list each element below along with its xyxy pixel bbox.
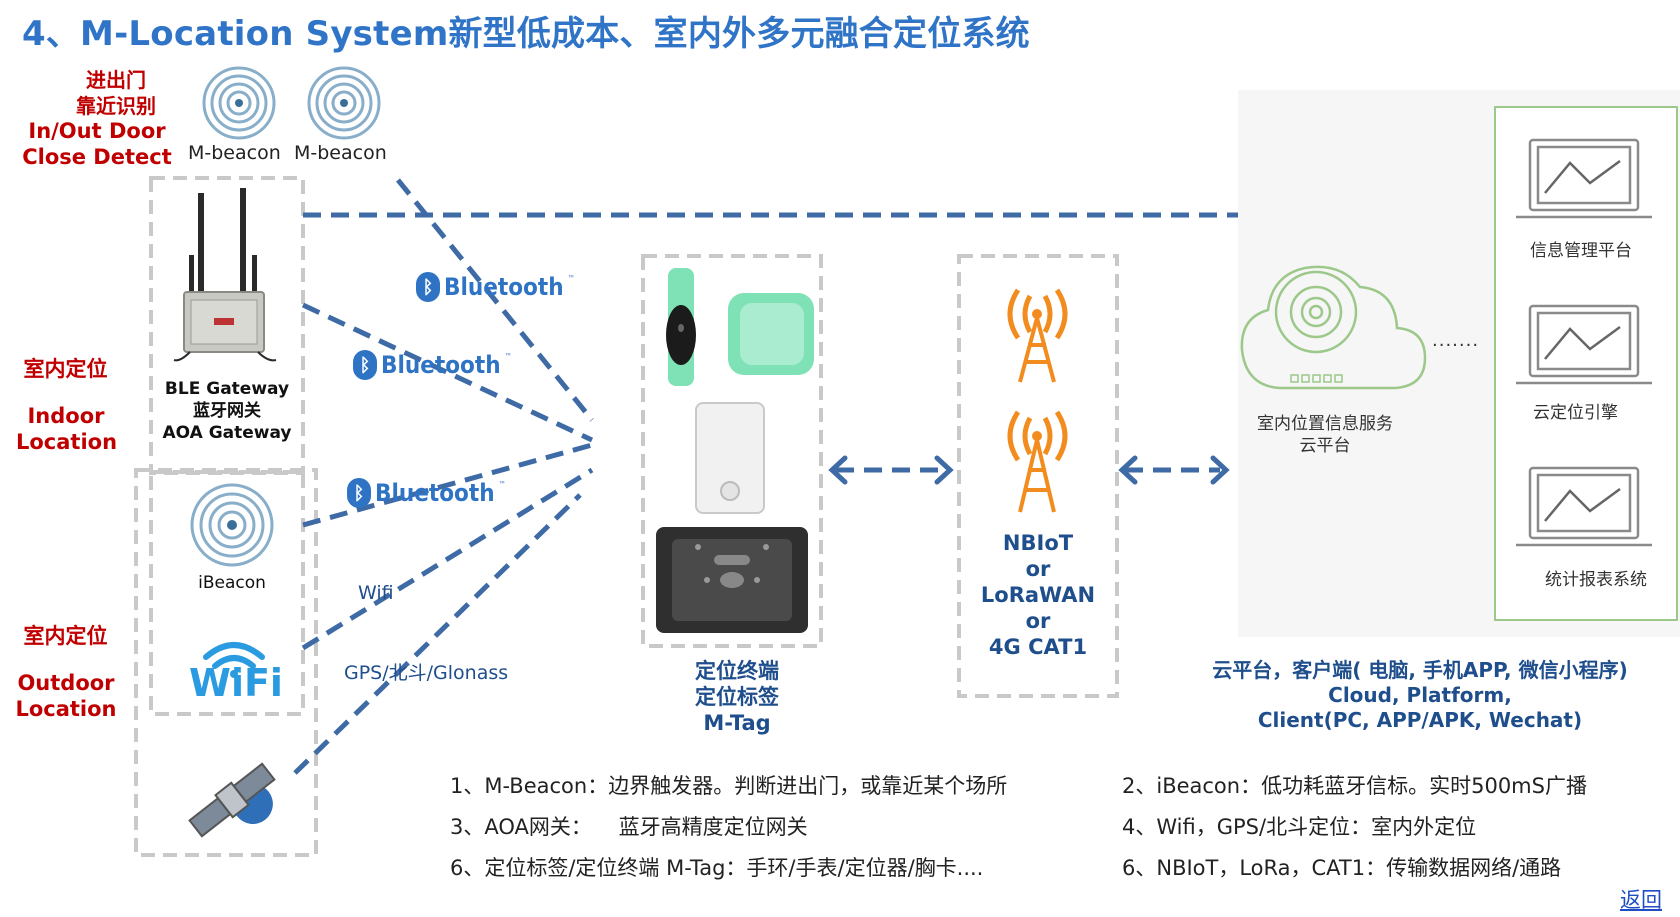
cloud-ellipsis: ....... (1432, 330, 1480, 351)
back-link[interactable]: 返回 (1620, 888, 1662, 912)
mbeacon-icon-2 (307, 66, 381, 140)
mbeacon-label-1: M-beacon (188, 142, 281, 164)
gateway-label: BLE Gateway 蓝牙网关 AOA Gateway (162, 379, 292, 443)
gateway-tag-link (301, 302, 594, 443)
system-label-cloud-engine: 云定位引擎 (1533, 403, 1618, 423)
cloud-gear-icon (1240, 265, 1427, 390)
cell-tower-icon-1 (1007, 288, 1068, 383)
box-tag-icon (656, 527, 808, 633)
outdoor-label-cn: 室内定位 (23, 624, 108, 648)
network-label: NBIoT or LoRaWAN or 4G CAT1 (980, 531, 1096, 659)
note-3: 3、AOA网关： 蓝牙高精度定位网关 (450, 815, 808, 839)
door-label-en: In/Out Door Close Detect (22, 119, 172, 169)
cloud-caption: 云平台，客户端( 电脑, 手机APP, 微信小程序) Cloud, Platfo… (1212, 658, 1628, 732)
ibeacon-tag-link (302, 442, 593, 528)
network-frame (957, 254, 1119, 698)
tag-label: 定位终端 定位标签 M-Tag (695, 659, 779, 735)
door-label-cn: 进出门 靠近识别 (76, 68, 156, 118)
note-5: 6、定位标签/定位终端 M-Tag：手环/手表/定位器/胸卡.... (450, 856, 984, 880)
wifi-icon (203, 642, 265, 678)
ibeacon-wifi-frame (149, 470, 305, 716)
page-title: 4、M-Location System新型低成本、室内外多元融合定位系统 (22, 14, 1030, 54)
note-1: 1、M-Beacon：边界触发器。判断进出门，或靠近某个场所 (450, 774, 1008, 798)
gateway-device-icon (173, 188, 277, 362)
ibeacon-label: iBeacon (198, 573, 266, 593)
wifi-logo: WiFi (189, 661, 283, 705)
satellite-icon (188, 762, 276, 838)
indoor-label-cn: 室内定位 (23, 357, 108, 381)
gps-tag-link (293, 493, 582, 775)
mbeacon-icon-1 (202, 66, 276, 140)
card-tag-icon (695, 402, 765, 514)
monitor-icon-3 (1516, 466, 1652, 547)
note-2: 2、iBeacon：低功耗蓝牙信标。实时500mS广播 (1122, 774, 1587, 798)
gps-link-label: GPS/北斗/Glonass (344, 662, 509, 684)
gateway-frame (149, 176, 305, 475)
outdoor-label-en: Outdoor Location (15, 671, 117, 721)
link-lines (293, 178, 1238, 775)
note-6: 6、NBIoT，LoRa，CAT1：传输数据网络/通路 (1122, 856, 1562, 880)
monitor-icon-1 (1516, 138, 1652, 219)
tag-frame (641, 254, 823, 648)
note-4: 4、Wifi，GPS/北斗定位：室内外定位 (1122, 815, 1477, 839)
mbeacon-tag-link (396, 178, 594, 422)
cloud-service-label: 室内位置信息服务 云平台 (1257, 414, 1393, 456)
wifi-link-label: Wifi (358, 582, 394, 604)
system-label-statistics: 统计报表系统 (1545, 570, 1647, 590)
ibeacon-icon (190, 483, 274, 567)
bluetooth-icon: ᛒ (416, 272, 440, 302)
system-label-info-management: 信息管理平台 (1530, 241, 1632, 261)
arrow-heads (828, 455, 1230, 485)
wifi-tag-link (301, 467, 594, 651)
bluetooth-icon: ᛒ (353, 350, 377, 380)
indoor-label-en: Indoor Location (16, 404, 118, 454)
wristband-tag-icon (666, 268, 814, 386)
bluetooth-icon: ᛒ (347, 478, 371, 508)
mbeacon-label-2: M-beacon (294, 142, 387, 164)
cell-tower-icon-2 (1007, 410, 1068, 513)
systems-frame (1494, 106, 1678, 621)
monitor-icon-2 (1516, 304, 1652, 385)
